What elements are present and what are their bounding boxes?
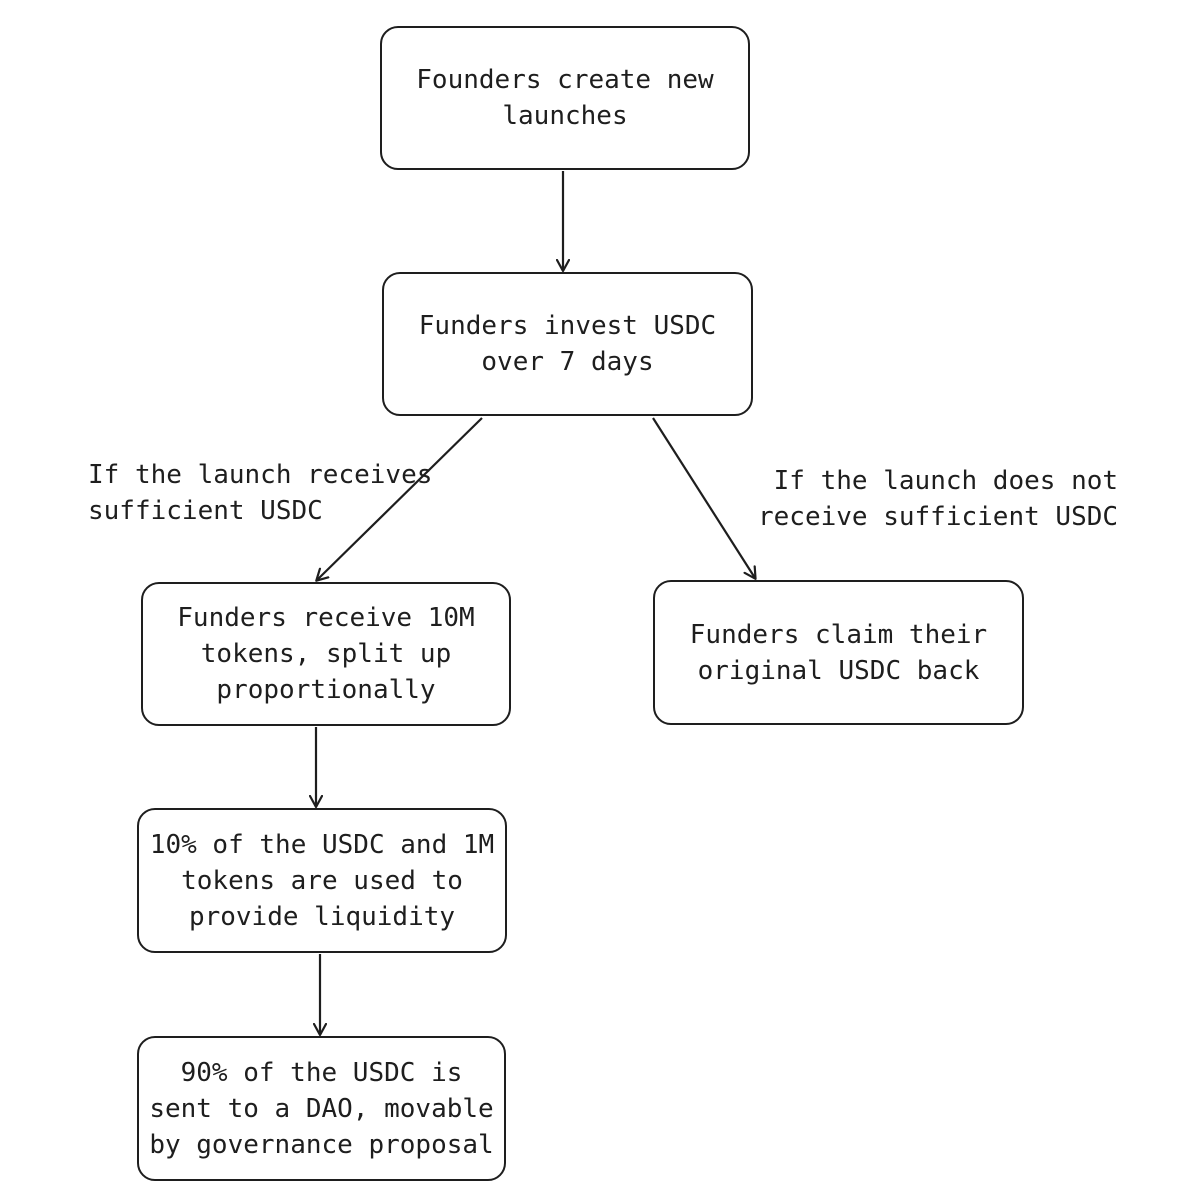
node-funders-claim-usdc-back: Funders claim their original USDC back [653, 580, 1024, 725]
node-text: Funders invest USDC over 7 days [418, 311, 717, 377]
node-text: 10% of the USDC and 1M tokens are used t… [149, 829, 495, 932]
node-usdc-sent-to-dao: 90% of the USDC is sent to a DAO, movabl… [137, 1036, 506, 1181]
edge-label-insufficient-usdc: If the launch does not receive sufficien… [758, 466, 1119, 532]
node-provide-liquidity: 10% of the USDC and 1M tokens are used t… [137, 808, 507, 953]
node-founders-create-launches: Founders create new launches [380, 26, 750, 170]
node-text: Funders receive 10M tokens, split up pro… [177, 603, 475, 705]
node-text: 90% of the USDC is sent to a DAO, movabl… [149, 1057, 494, 1160]
arrow-invest-to-claim [652, 417, 755, 578]
node-text: Founders create new launches [416, 65, 714, 131]
node-funders-receive-tokens: Funders receive 10M tokens, split up pro… [141, 582, 511, 726]
edge-label-sufficient-usdc: If the launch receives sufficient USDC [88, 460, 433, 526]
node-text: Funders claim their original USDC back [689, 619, 988, 686]
arrow-invest-to-receive [317, 417, 483, 580]
node-funders-invest-usdc: Funders invest USDC over 7 days [382, 272, 753, 416]
